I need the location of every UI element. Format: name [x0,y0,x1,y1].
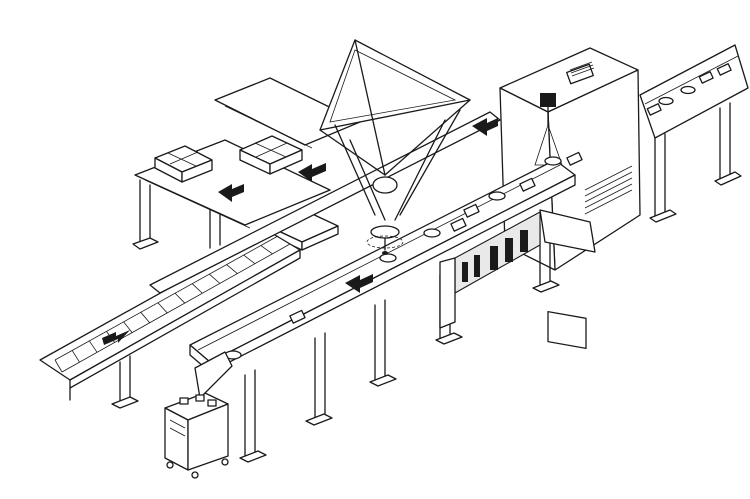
center-infeed-conveyor [149,111,583,463]
tray-cell-divider [226,264,238,274]
robot-outfeed-arrow [345,274,373,293]
cabinet-door [539,209,596,349]
tray-cell-divider [88,340,98,353]
tray-cell-divider [123,321,133,333]
tray-cell-divider [71,350,80,363]
return-flow-arrow-1 [218,184,244,202]
tray-cell-divider [243,254,256,265]
tray-cell-divider [191,283,203,294]
return-flow-arrow-2 [298,163,326,182]
delta-robot [319,39,471,255]
tray-cell-divider [260,245,273,255]
right-outfeed-conveyor [639,44,749,223]
tray-cell-divider [157,302,168,314]
tray-cell-divider [140,312,150,324]
infeed-flow-arrow [472,118,498,136]
tray-cell-divider [209,273,221,284]
tray-conveyor-arrow [102,330,130,345]
parts-bin-cart [164,351,233,479]
tray-cell-divider [54,359,63,373]
camera-icon [540,93,556,107]
tray-cell-divider [174,292,186,304]
electrical-panel [439,211,541,329]
